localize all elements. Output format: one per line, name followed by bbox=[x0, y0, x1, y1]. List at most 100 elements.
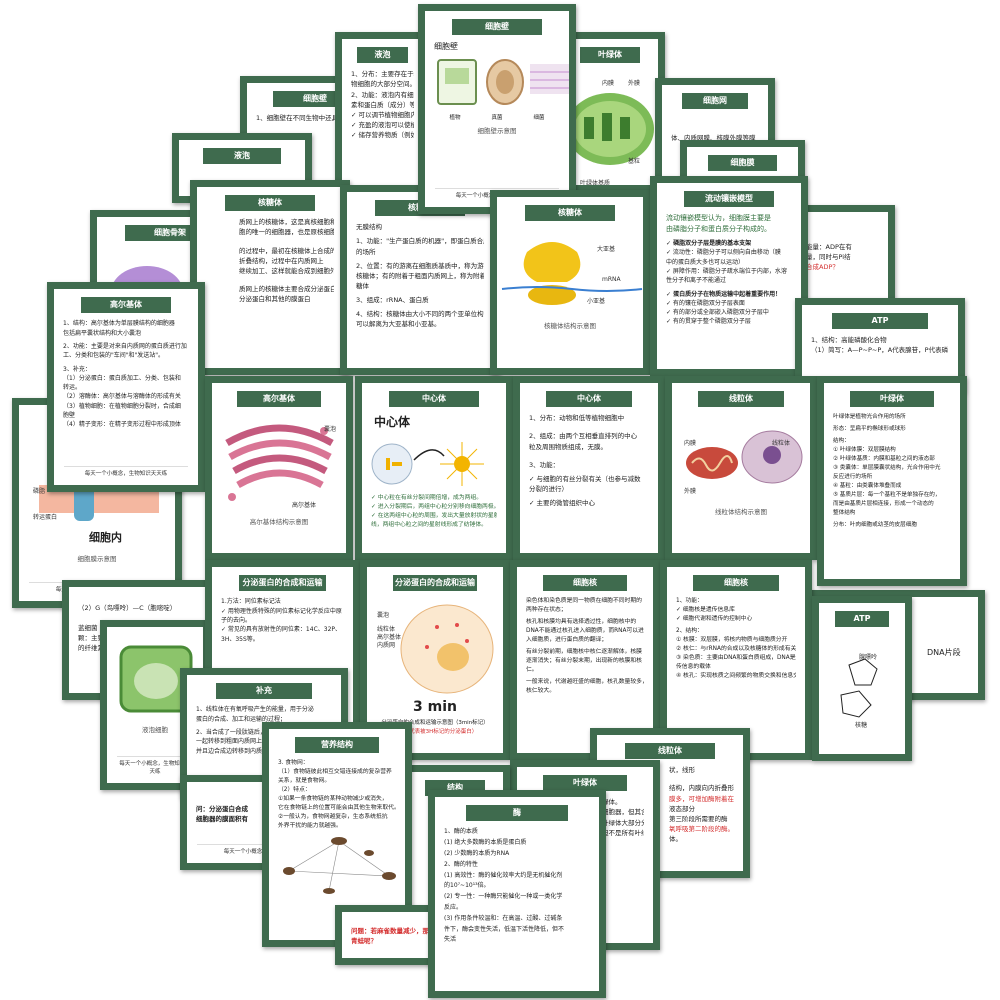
card-caption-note: （红点代表被3H标记的分泌蛋白） bbox=[392, 728, 478, 735]
card-line: 胞壁 bbox=[63, 412, 76, 420]
mrna-label: mRNA bbox=[602, 276, 621, 283]
card-line: 两种存在状态； bbox=[526, 607, 567, 614]
card-caption: 细胞壁示意图 bbox=[477, 127, 517, 136]
card-chloroplast-text[interactable]: 叶绿体 叶绿体是植物光合作用的场所 形态：呈扁平的椭球形或球形 结构： ① 叶绿… bbox=[817, 376, 967, 586]
card-line: （1）简写：A—P~P~P，A代表腺苷，P代表磷 bbox=[811, 346, 949, 355]
card-line: 1、分布：主要存在于植物 bbox=[351, 70, 414, 79]
card-line: 分泌蛋白和其他的膜蛋白 bbox=[239, 294, 311, 303]
golgi-label: 高尔基体 bbox=[377, 634, 402, 641]
mitochondria-illustration bbox=[686, 430, 803, 484]
card-caption: 核糖体结构示意图 bbox=[544, 322, 596, 331]
card-title: 叶绿体 bbox=[542, 775, 628, 792]
er-label: 内质网 bbox=[377, 642, 396, 649]
card-line: ① 叶绿体膜：双层膜结构 bbox=[833, 447, 896, 454]
card-line: 2、功能：液泡内有细胞 bbox=[351, 90, 414, 99]
card-atp-adenine[interactable]: ATP 腺嘌呤 核糖 bbox=[812, 596, 912, 761]
card-line: 3、组成：rRNA、蛋白质 bbox=[356, 295, 429, 304]
granum-label: 基粒 bbox=[628, 158, 641, 165]
card-line: ✓ 中心粒在有丝分裂间期倍增，成为两组。 bbox=[371, 494, 483, 501]
fungus-label: 真菌 bbox=[491, 114, 503, 121]
card-line: 的场所 bbox=[356, 247, 376, 256]
card-line: 质网上的核糖体，这是真核细胞和原核细 bbox=[239, 218, 334, 227]
card-fluid-mosaic[interactable]: 流动镶嵌模型 流动镶嵌模型认为，细胞膜主要是 由磷脂分子和蛋白质分子构成的。 ✓… bbox=[650, 176, 808, 376]
card-vacuole-cell[interactable]: 液泡细胞 每天一个小概念，生物知识天天练 bbox=[100, 620, 210, 790]
card-line: 有的细胞器，但其含有 bbox=[589, 808, 644, 817]
card-line: 的过程中，最初在核糖体上合成的物质 bbox=[239, 246, 334, 255]
food-web-illustration bbox=[283, 837, 396, 895]
card-line: ④ 基粒：由类囊体堆叠而成 bbox=[833, 482, 902, 489]
card-footer: 每天一个小概念，生物知识天天练 bbox=[64, 466, 188, 479]
golgi-illustration bbox=[225, 425, 334, 502]
card-title: 核糖体 bbox=[224, 195, 316, 212]
card-line: 2、酶的特性 bbox=[444, 860, 478, 868]
card-secretory-diagram[interactable]: 分泌蛋白的合成和运输 囊泡 高尔基体 线粒体 内质网 3 min 分泌蛋白的合成… bbox=[360, 560, 510, 760]
card-line: ✓ 屏障作用：磷脂分子疏水端位于内部，水溶 bbox=[666, 267, 787, 275]
card-cell-wall-image[interactable]: 细胞壁 细胞壁 植物 真菌 细菌 细胞壁示意图 每天一个小概念，生物知识天天练 bbox=[418, 4, 576, 214]
card-line: 一般来说，代谢越旺盛的细胞，核孔数量较多， bbox=[526, 679, 644, 686]
chloroplast-illustration bbox=[566, 93, 654, 166]
card-line: 1、分布：动物和低等植物细胞中 bbox=[529, 414, 625, 423]
card-enzyme[interactable]: 酶 1、酶的本质 (1) 绝大多数酶的本质是蛋白质 (2) 少数酶的本质为RNA… bbox=[428, 790, 606, 998]
card-line: 状，线形 bbox=[669, 766, 695, 775]
card-title: 营养结构 bbox=[294, 737, 380, 754]
card-line: ③ 类囊体：单层膜囊状结构，光合作用中光 bbox=[833, 465, 941, 472]
card-line: 转运。 bbox=[63, 384, 82, 392]
card-line: 核孔和核膜均具有选择透过性，细胞核中的 bbox=[526, 619, 637, 626]
golgi-label: 高尔基体 bbox=[292, 502, 317, 509]
card-line: 液态部分 bbox=[669, 804, 695, 813]
card-title: 分泌蛋白的合成和运输 bbox=[392, 575, 478, 592]
card-line: 体。 bbox=[669, 834, 682, 843]
card-line: 形态：呈扁平的椭球形或球形 bbox=[833, 426, 906, 433]
cell-wall-illustration bbox=[437, 58, 569, 105]
card-line: 4、结构：核糖体由大小不同的两个亚单位构成， bbox=[356, 309, 484, 318]
card-line: 关系，就是食物网。 bbox=[278, 778, 331, 785]
card-footer: 每天一个小概念，生物知识天天练 bbox=[117, 755, 193, 777]
card-title: 核糖体 bbox=[524, 205, 616, 222]
card-nucleus-structure[interactable]: 细胞核 1、功能： ✓ 细胞核是遗传信息库 ✓ 细胞代谢和遗传的控制中心 2、结… bbox=[660, 560, 812, 760]
card-line: ✓ 充盈的液泡可以使植物 bbox=[351, 120, 414, 129]
card-line: 中的蛋白质大多也可以运动） bbox=[666, 258, 745, 266]
card-title: 高尔基体 bbox=[237, 391, 321, 408]
card-line: （1）分泌蛋白：蛋白质加工、分类、包装和 bbox=[63, 374, 181, 382]
card-food-web-question[interactable]: 问题：若麻雀数量减少，那 青蛙呢？ bbox=[335, 905, 445, 965]
card-line: 一起转移到粗面内质网上继续其合成过程， bbox=[196, 738, 311, 746]
card-golgi-image[interactable]: 高尔基体 囊泡 高尔基体 高尔基体结构示意图 bbox=[205, 376, 353, 560]
card-golgi-text[interactable]: 高尔基体 1、结构：高尔基体为单层膜结构的细胞器 包括扁平囊状结构和大小囊泡 2… bbox=[47, 282, 205, 492]
card-centrosome-image[interactable]: 中心体 中心体 ✓ 中心粒在有丝分裂间期倍增，成为两组。 ✓ 进入分裂期后，两组… bbox=[355, 376, 513, 560]
inner-membrane-label: 内膜 bbox=[602, 80, 615, 87]
time-label: 3 min bbox=[413, 699, 457, 716]
card-line: ✓ 储存营养物质（例如无 bbox=[351, 130, 414, 139]
vesicle-label: 囊泡 bbox=[377, 612, 390, 619]
card-line: 分布：叶肉细胞或幼茎的皮层细胞 bbox=[833, 521, 917, 528]
card-centrosome-text[interactable]: 中心体 1、分布：动物和低等植物细胞中 2、组成：由两个互相垂直排列的中心 粒及… bbox=[513, 376, 665, 560]
card-line: ✓ 可以调节植物细胞内的 bbox=[351, 110, 414, 119]
card-line: 外界干扰的能力就越强。 bbox=[278, 823, 342, 830]
card-line: (1) 绝大多数酶的本质是蛋白质 bbox=[444, 839, 527, 847]
stroma-label: 叶绿体基质 bbox=[580, 180, 611, 187]
card-line: ② 核仁：与rRNA的合成以及核糖体的形成有关 bbox=[676, 646, 796, 653]
card-line: 叶绿体是植物光合作用的场所 bbox=[833, 414, 906, 421]
card-title: 线粒体 bbox=[698, 391, 784, 408]
card-line: 1.方法：同位素标记法 bbox=[221, 598, 281, 606]
card-line: ✓ 有的贯穿于整个磷脂双分子层 bbox=[666, 318, 751, 326]
card-ribosome-left[interactable]: 核糖体 质网上的核糖体，这是真核细胞和原核细 胞的唯一的细胞器，也是原核细胞存在… bbox=[190, 180, 350, 375]
secretory-cell-illustration bbox=[400, 604, 494, 694]
card-title: 叶绿体 bbox=[580, 47, 640, 64]
card-line: 流动镶嵌模型认为，细胞膜主要是 bbox=[666, 214, 771, 223]
ribose-label: 核糖 bbox=[855, 722, 868, 729]
card-line: 的纤维素和 bbox=[78, 644, 111, 653]
card-line: ✓ 进入分裂期后，两组中心粒分别移向细胞两极。 bbox=[371, 503, 497, 510]
card-line: ③ 染色质：主要由DNA和蛋白质组成，DNA是遗 bbox=[676, 655, 796, 662]
card-line: (2) 少数酶的本质为RNA bbox=[444, 849, 510, 857]
inside-cell-label: 细胞内 bbox=[89, 531, 122, 544]
card-mitochondria-image[interactable]: 线粒体 内膜 外膜 线粒体 线粒体结构示意图 bbox=[665, 376, 817, 560]
inner-membrane-label: 内膜 bbox=[684, 440, 697, 447]
card-caption: 细胞膜示意图 bbox=[77, 555, 117, 563]
card-nucleus-notes[interactable]: 细胞核 染色体和染色质是同一物质在细胞不同时期的 两种存在状态； 核孔和核膜均具… bbox=[510, 560, 660, 760]
card-ribosome-image[interactable]: 核糖体 大亚基 mRNA 小亚基 核糖体结构示意图 bbox=[490, 190, 650, 375]
card-line: 3. 食物网： bbox=[278, 760, 309, 767]
large-subunit-label: 大亚基 bbox=[597, 246, 616, 253]
card-line: 合成ADP？ bbox=[806, 263, 839, 272]
card-title: 分泌蛋白的合成和运输 bbox=[238, 575, 327, 592]
card-line: 仁。 bbox=[526, 667, 538, 674]
